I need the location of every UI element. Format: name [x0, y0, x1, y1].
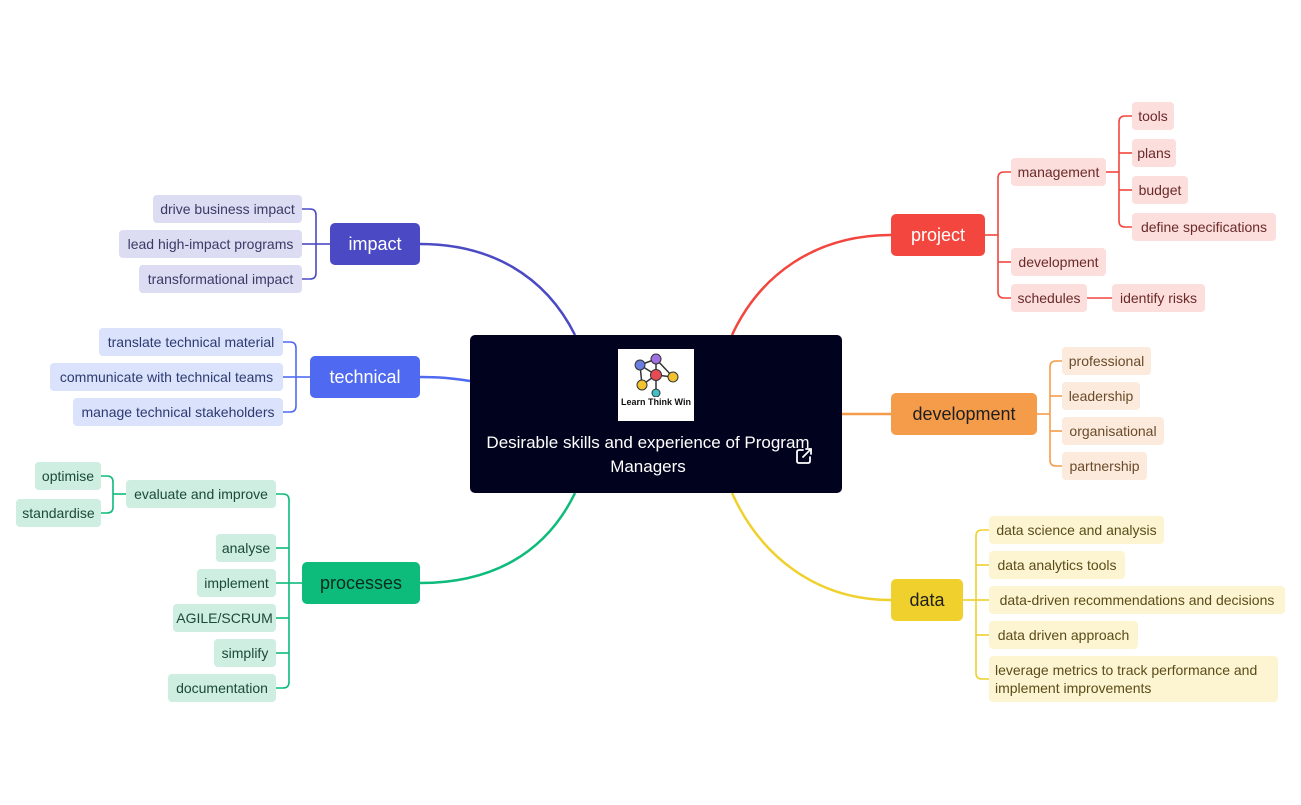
project-connectors	[985, 115, 1132, 299]
node-budget[interactable]: budget	[1132, 176, 1188, 204]
node-professional[interactable]: professional	[1062, 347, 1151, 375]
node-leadership[interactable]: leadership	[1062, 382, 1140, 410]
data-connectors	[963, 529, 989, 680]
node-plans[interactable]: plans	[1132, 139, 1176, 167]
node-manage-technical-stakeholders[interactable]: manage technical stakeholders	[73, 398, 283, 426]
processes-connectors	[101, 475, 302, 689]
central-title: Desirable skills and experience of Progr…	[486, 433, 810, 476]
node-agile-scrum[interactable]: AGILE/SCRUM	[173, 604, 276, 632]
node-data-driven-approach[interactable]: data driven approach	[989, 621, 1138, 649]
node-drive-business-impact[interactable]: drive business impact	[153, 195, 302, 223]
node-management[interactable]: management	[1011, 158, 1106, 186]
node-define-specifications[interactable]: define specifications	[1132, 213, 1276, 241]
branch-technical[interactable]: technical	[310, 356, 420, 398]
node-data-analytics-tools[interactable]: data analytics tools	[989, 551, 1125, 579]
central-topic[interactable]: Learn Think Win Desirable skills and exp…	[470, 335, 842, 493]
node-implement[interactable]: implement	[197, 569, 276, 597]
node-documentation[interactable]: documentation	[168, 674, 276, 702]
node-communicate-with-technical-teams[interactable]: communicate with technical teams	[50, 363, 283, 391]
link-center-data	[730, 492, 892, 602]
branch-data[interactable]: data	[891, 579, 963, 621]
link-center-project	[730, 233, 892, 336]
node-evaluate-and-improve[interactable]: evaluate and improve	[126, 480, 276, 508]
node-tools[interactable]: tools	[1132, 102, 1174, 130]
branch-project[interactable]: project	[891, 214, 985, 256]
node-standardise[interactable]: standardise	[16, 499, 101, 527]
node-data-science-and-analysis[interactable]: data science and analysis	[989, 516, 1164, 544]
branch-development[interactable]: development	[891, 393, 1037, 435]
technical-connectors	[283, 341, 310, 413]
node-simplify[interactable]: simplify	[214, 639, 276, 667]
node-identify-risks[interactable]: identify risks	[1112, 284, 1205, 312]
node-translate-technical-material[interactable]: translate technical material	[99, 328, 283, 356]
development-connectors	[1037, 360, 1062, 467]
link-center-impact	[419, 242, 577, 336]
node-analyse[interactable]: analyse	[216, 534, 276, 562]
node-lead-high-impact-programs[interactable]: lead high-impact programs	[119, 230, 302, 258]
branch-impact[interactable]: impact	[330, 223, 420, 265]
external-link-icon[interactable]	[794, 446, 814, 466]
logo-text: Learn Think Win	[621, 397, 691, 407]
node-leverage-metrics[interactable]: leverage metrics to track performance an…	[989, 656, 1278, 702]
node-partnership[interactable]: partnership	[1062, 452, 1147, 480]
link-center-technical	[419, 375, 471, 383]
node-schedules[interactable]: schedules	[1011, 284, 1087, 312]
node-data-driven-recommendations[interactable]: data-driven recommendations and decision…	[989, 586, 1285, 614]
learn-think-win-logo: Learn Think Win	[618, 349, 694, 421]
node-organisational[interactable]: organisational	[1062, 417, 1164, 445]
molecule-icon	[634, 353, 679, 398]
node-development-project[interactable]: development	[1011, 248, 1106, 276]
node-optimise[interactable]: optimise	[35, 462, 101, 490]
node-transformational-impact[interactable]: transformational impact	[139, 265, 302, 293]
branch-processes[interactable]: processes	[302, 562, 420, 604]
link-center-processes	[419, 492, 577, 585]
impact-connectors	[302, 208, 330, 280]
